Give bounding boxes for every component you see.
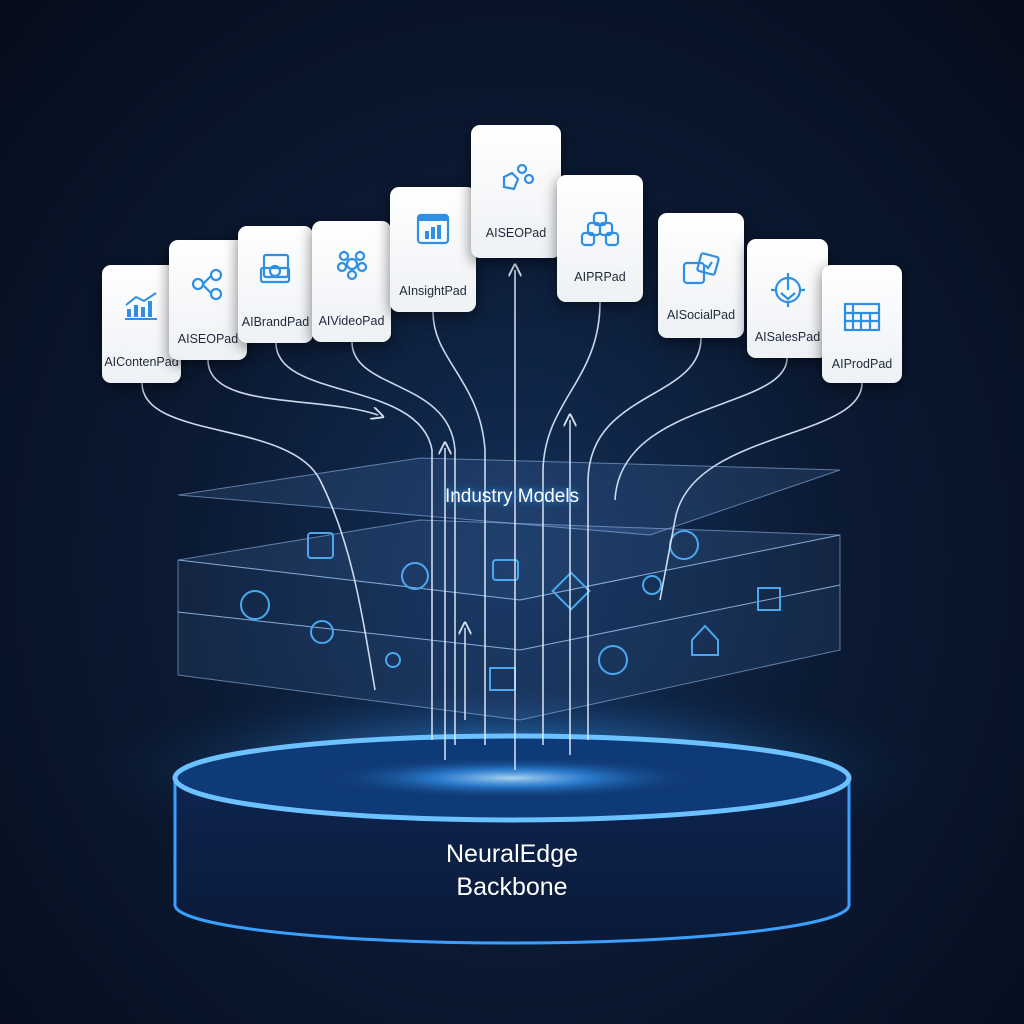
backbone-title-line1: NeuralEdge bbox=[445, 840, 579, 868]
dial-icon bbox=[598, 645, 628, 675]
card-label: AIVideoPad bbox=[318, 314, 385, 328]
target-icon bbox=[770, 273, 805, 307]
clock-icon bbox=[401, 562, 429, 590]
brand-image-icon bbox=[259, 253, 290, 284]
card-aisocialpad[interactable]: AISocialPad bbox=[658, 213, 744, 338]
house-icon bbox=[691, 624, 719, 656]
person-icon bbox=[385, 652, 401, 668]
backbone-platform bbox=[92, 680, 932, 945]
share-nodes-icon bbox=[191, 268, 223, 301]
tool-icon bbox=[492, 559, 519, 581]
backbone-title-line2: Backbone bbox=[456, 873, 568, 901]
dashboard-chart-icon bbox=[416, 213, 450, 245]
card-label: AIBrandPad bbox=[241, 315, 310, 329]
card-aibrandpad[interactable]: AIBrandPad bbox=[238, 226, 313, 343]
card-label: AISalesPad bbox=[754, 330, 821, 344]
card-label: AIContenPad bbox=[104, 355, 179, 369]
card-label: AIPRPad bbox=[574, 270, 626, 284]
card-label: AInsightPad bbox=[399, 284, 467, 298]
rocket-icon bbox=[642, 575, 662, 595]
card-aiprodpad[interactable]: AIProdPad bbox=[822, 265, 902, 383]
social-cards-icon bbox=[682, 252, 720, 285]
music-icon bbox=[307, 532, 334, 559]
bar-chart-trend-icon bbox=[124, 292, 157, 320]
brand-c-icon bbox=[240, 590, 270, 620]
card-label: AISEOPad bbox=[177, 332, 239, 346]
card-label: AISocialPad bbox=[666, 308, 736, 322]
calculator-icon bbox=[757, 587, 781, 611]
grid-table-icon bbox=[843, 302, 881, 332]
card-ainsightpad[interactable]: AInsightPad bbox=[390, 187, 476, 312]
card-aivideopad[interactable]: AIVideoPad bbox=[312, 221, 391, 342]
industry-models-label: Industry Models bbox=[444, 486, 580, 507]
card-aiseopad[interactable]: AISEOPad bbox=[169, 240, 247, 360]
video-reel-icon bbox=[336, 250, 367, 281]
card-aiseopad-center[interactable]: AISEOPad bbox=[471, 125, 561, 258]
card-aisalespad[interactable]: AISalesPad bbox=[747, 239, 828, 358]
card-aiprpad[interactable]: AIPRPad bbox=[557, 175, 643, 302]
cubes-icon bbox=[502, 163, 535, 191]
hierarchy-icon bbox=[580, 211, 620, 247]
card-aicontenpad[interactable]: AIContenPad bbox=[102, 265, 181, 383]
card-label: AIProdPad bbox=[831, 357, 893, 371]
connector-lines bbox=[141, 270, 863, 770]
gear-icon bbox=[310, 620, 334, 644]
card-label: AISEOPad bbox=[485, 226, 547, 240]
diamond-icon bbox=[551, 571, 591, 611]
